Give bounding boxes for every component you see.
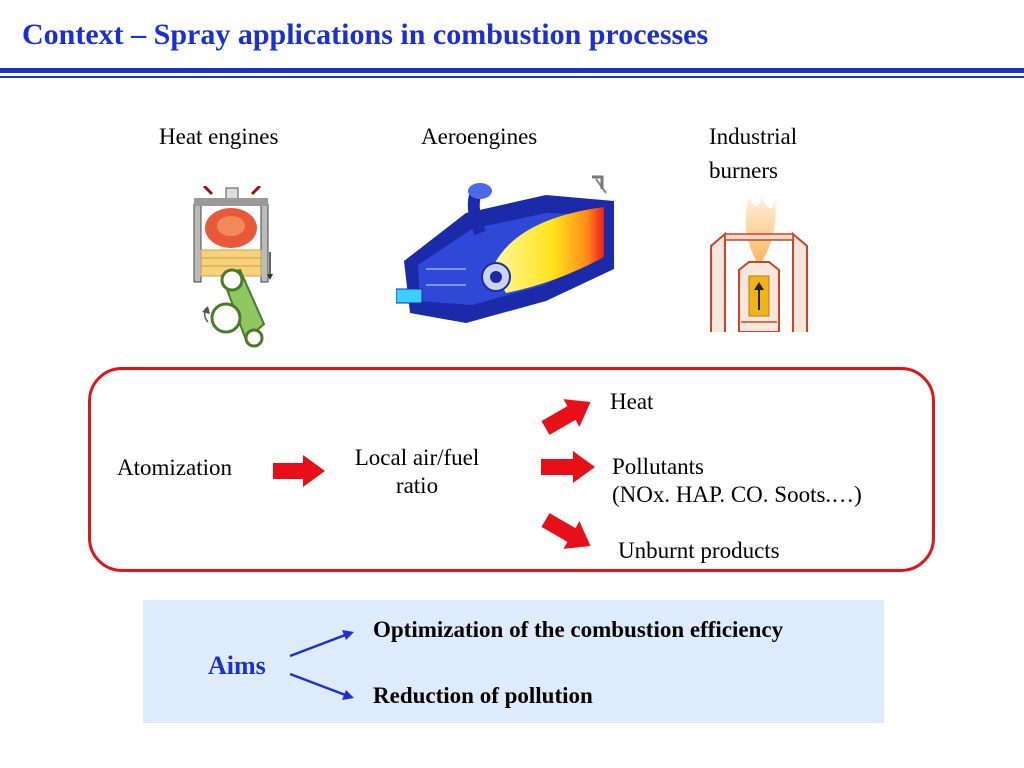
aims-branch-arrows-icon (289, 630, 354, 700)
output-pollutants-line1: Pollutants (612, 454, 705, 479)
arrow-down-right-icon (541, 513, 591, 549)
aim-reduction: Reduction of pollution (373, 683, 593, 708)
title-rule-thin (0, 76, 1024, 78)
category-heat-engines: Heat engines (159, 124, 279, 149)
gas-turbine-combustor-illustration (396, 175, 614, 323)
title-rule-thick (0, 68, 1024, 73)
air-fuel-ratio-line2: ratio (395, 473, 439, 498)
category-industrial-burners-line1: Industrial (709, 124, 798, 149)
arrow-right-icon (541, 451, 595, 483)
arrow-right-icon (273, 455, 325, 487)
category-industrial-burners-line2: burners (709, 158, 778, 183)
aim-optimization: Optimization of the combustion efficienc… (373, 617, 784, 642)
output-pollutants: Pollutants (NOx. HAP. CO. Soots.…) (612, 453, 862, 509)
slide-title: Context – Spray applications in combusti… (22, 18, 709, 51)
air-fuel-ratio-line1: Local air/fuel (354, 445, 480, 470)
atomization-label: Atomization (117, 455, 232, 480)
output-unburnt: Unburnt products (618, 538, 780, 563)
industrial-burner-illustration (710, 196, 808, 332)
category-aeroengines: Aeroengines (421, 124, 538, 149)
air-fuel-ratio-label: Local air/fuel ratio (322, 444, 512, 500)
arrow-up-right-icon (541, 399, 591, 435)
process-box (88, 367, 935, 572)
aims-label: Aims (208, 651, 266, 680)
category-industrial-burners: Industrial burners (709, 120, 797, 188)
output-heat: Heat (610, 389, 654, 414)
aims-panel (143, 600, 884, 723)
piston-engine-illustration (193, 186, 273, 348)
output-pollutants-line2: (NOx. HAP. CO. Soots.…) (612, 482, 862, 507)
